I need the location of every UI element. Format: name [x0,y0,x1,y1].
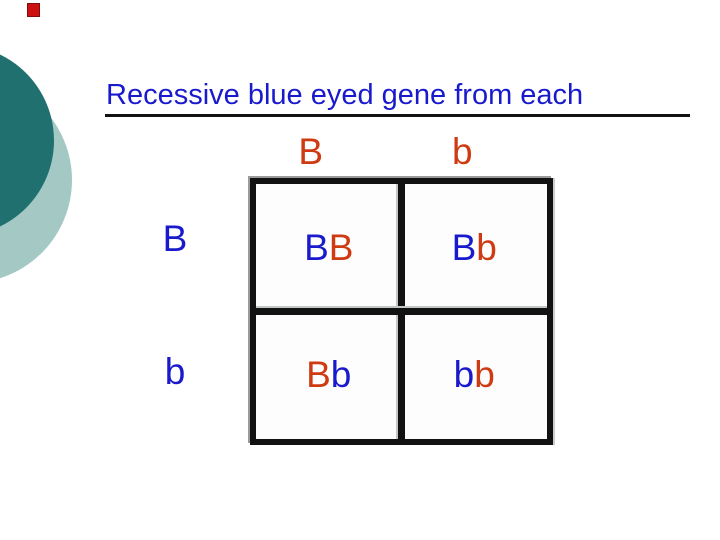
allele: b [476,226,497,268]
slide-title: Recessive blue eyed gene from each [106,79,584,111]
allele: b [474,354,495,396]
title-underline [105,114,690,117]
col-header-b: b [451,131,473,172]
allele: B [328,226,354,268]
row-header-B: B [162,217,188,259]
allele: b [453,354,475,396]
row-header-b: b [164,351,186,393]
allele: B [451,226,477,268]
col-header-B: B [298,131,324,172]
allele: B [304,226,329,268]
punnett-row-headers: B b [140,178,210,445]
punnett-column-headers: B b [250,130,553,174]
allele: b [330,354,352,396]
grid-horizontal-line [256,308,547,315]
allele: B [306,354,331,396]
corner-red-square [27,3,40,17]
